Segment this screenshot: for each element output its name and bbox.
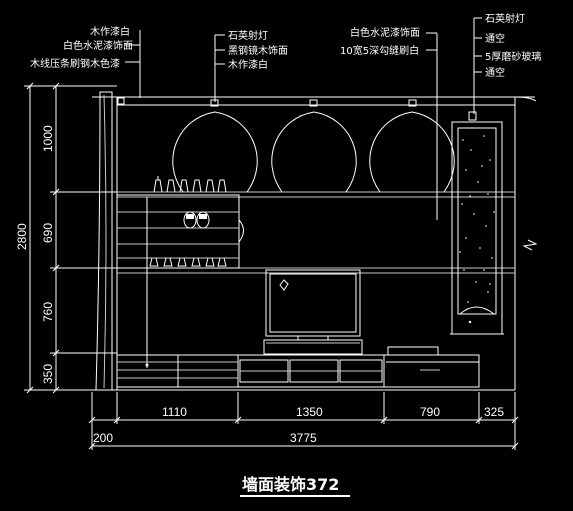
frosted-glass-column: [450, 121, 538, 335]
drawing-title: 墙面装饰372: [242, 475, 339, 494]
dim-v-4: 350: [41, 364, 55, 384]
dim-h-1: 1110: [162, 405, 187, 419]
wall-joint-lines: [117, 191, 515, 274]
callout-left-3: 木线压条刷钢木色漆: [30, 57, 120, 70]
dim-h-3: 790: [420, 405, 440, 419]
callouts-left: 木作漆白 白色水泥漆饰面 木线压条刷钢木色漆: [30, 25, 133, 70]
callout-left-1: 木作漆白: [90, 25, 130, 38]
drawing-title-block: 墙面装饰372: [240, 475, 350, 497]
callout-center-2: 黑钢镜木饰面: [228, 44, 288, 57]
dim-v-3: 760: [41, 302, 55, 322]
horizontal-dimensions: 1110 1350 790 325 200 3775: [88, 392, 519, 450]
tv-low-cabinet: [116, 346, 480, 388]
callouts-right: 石英射灯 通空 5厚磨砂玻璃 通空: [485, 12, 541, 79]
vertical-dimensions: 2800 1000 690 760 350: [15, 82, 117, 394]
callout-right-mid-2: 10宽5深勾缝刷白: [340, 44, 419, 57]
callout-left-2: 白色水泥漆饰面: [63, 39, 133, 52]
dim-v-1: 1000: [41, 125, 55, 152]
leader-lines: [125, 17, 482, 220]
dim-h-4: 325: [484, 405, 504, 419]
spotlights: [117, 97, 477, 121]
callout-right-3: 5厚磨砂玻璃: [485, 50, 541, 63]
callouts-right-mid: 白色水泥漆饰面 10宽5深勾缝刷白: [340, 26, 420, 57]
callout-right-2: 通空: [485, 32, 505, 45]
wine-cabinet: [116, 176, 244, 368]
dim-v-overall: 2800: [15, 223, 29, 250]
callout-right-mid-1: 白色水泥漆饰面: [350, 26, 420, 39]
callout-right-4: 通空: [485, 66, 505, 79]
arched-niches: [172, 111, 455, 193]
wall-outline: [92, 91, 537, 391]
callout-right-1: 石英射灯: [485, 12, 525, 25]
dim-v-2: 690: [41, 223, 55, 243]
dim-h-2: 1350: [296, 405, 323, 419]
callout-center-3: 木作漆白: [228, 58, 268, 71]
dim-h-overall: 3775: [290, 431, 317, 445]
glass-speckles: [459, 127, 495, 303]
dim-h-offset: 200: [93, 431, 113, 445]
television: [263, 269, 363, 355]
callouts-center: 石英射灯 黑钢镜木饰面 木作漆白: [228, 29, 288, 71]
callout-center-1: 石英射灯: [228, 29, 268, 42]
